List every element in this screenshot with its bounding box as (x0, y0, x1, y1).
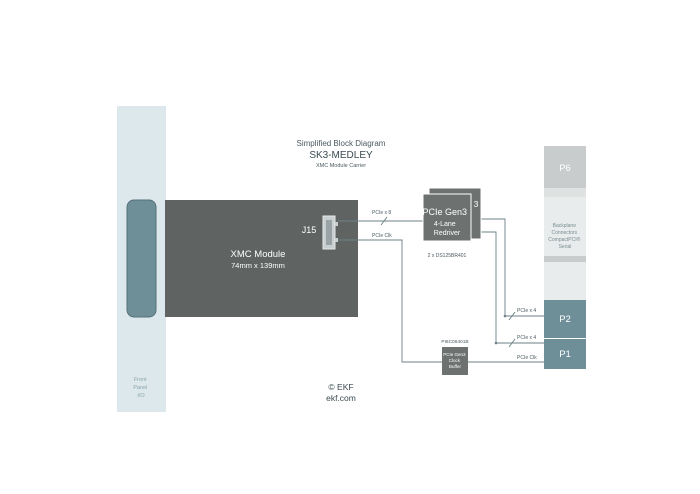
backplane-p1-label: P1 (559, 349, 571, 360)
redriver-label-line: Redriver (434, 230, 461, 237)
diagram-title: Simplified Block Diagram (297, 139, 386, 148)
xmc-module-size: 74mm x 139mm (231, 261, 285, 270)
front-panel-label-line: I/O (137, 393, 145, 399)
copyright: © EKF (328, 382, 353, 392)
slash-marker (380, 216, 388, 226)
slash-marker (508, 311, 516, 321)
junction-dot (494, 341, 498, 345)
backplane-band (544, 256, 586, 262)
clock-buffer-label-line: Clock (449, 358, 461, 363)
backplane-label-line: Connectors (552, 230, 578, 236)
slash-marker (508, 338, 516, 348)
product-name: SK3-MEDLEY (309, 150, 373, 161)
xmc-module-title: XMC Module (231, 249, 286, 260)
backplane-p2 (544, 300, 586, 338)
link-label-pcie-clk-bottom: PCIe Clk (517, 355, 537, 361)
backplane-label-line: CompactPCI® (548, 236, 580, 243)
redriver-label-line: PCIe Gen3 (423, 207, 468, 217)
clock-buffer-chip (442, 347, 468, 375)
clock-buffer-label: PCIe Gen3 Clock Buffer (443, 352, 467, 369)
connector-j15 (322, 215, 338, 250)
backplane-label-line: Serial (559, 244, 572, 250)
redriver-chip-front (422, 193, 472, 242)
junction-dot (503, 314, 507, 318)
connections (338, 216, 544, 363)
connector-j15-label: J15 (302, 225, 317, 235)
backplane-p1 (544, 339, 586, 369)
pcie-clk-top-line (338, 239, 442, 363)
link-label-pcie-x8: PCIe x 8 (372, 210, 391, 216)
backplane-p6 (544, 146, 586, 188)
front-panel-label-line: Panel (133, 385, 147, 391)
redriver-part-number: 2 x DS125BR401 (428, 253, 467, 259)
connector-j15-slot (326, 220, 332, 245)
front-panel-label: Front Panel I/O (133, 377, 149, 399)
clock-buffer-label-line: Buffer (449, 364, 461, 369)
front-panel-label-line: Front (134, 377, 147, 383)
backplane: P6 Backplane Connectors CompactPCI® Seri… (544, 146, 586, 369)
backplane-lower (544, 262, 586, 300)
redriver-to-p2-line-b (481, 231, 544, 344)
clock-buffer-part-number: PI6C06401B (441, 339, 468, 345)
link-label-pcie-x4-b: PCIe x 4 (517, 335, 536, 341)
connector-j15-tab (335, 222, 338, 226)
backplane-p6-label: P6 (559, 163, 571, 174)
backplane-label-line: Backplane (553, 223, 577, 229)
connector-j15-tab (335, 238, 338, 242)
backplane-gap (544, 188, 586, 197)
link-label-pcie-x4-a: PCIe x 4 (517, 308, 536, 314)
diagram-subtitle: XMC Module Carrier (316, 163, 366, 169)
redriver-to-p2-line (481, 218, 544, 317)
front-panel-connector (126, 199, 157, 318)
backplane-label: Backplane Connectors CompactPCI® Serial (548, 223, 581, 250)
backplane-p2-label: P2 (559, 314, 571, 325)
clock-buffer-label-line: PCIe Gen3 (443, 352, 466, 357)
backplane-middle (544, 197, 586, 256)
redriver-chip-back-label: 3 (474, 199, 479, 209)
redriver-label: PCIe Gen3 4-Lane Redriver (423, 202, 472, 237)
redriver-label-line: 4-Lane (434, 221, 456, 228)
link-label-pcie-clk-top: PCIe Clk (372, 233, 392, 239)
website-link[interactable]: ekf.com (326, 393, 356, 403)
